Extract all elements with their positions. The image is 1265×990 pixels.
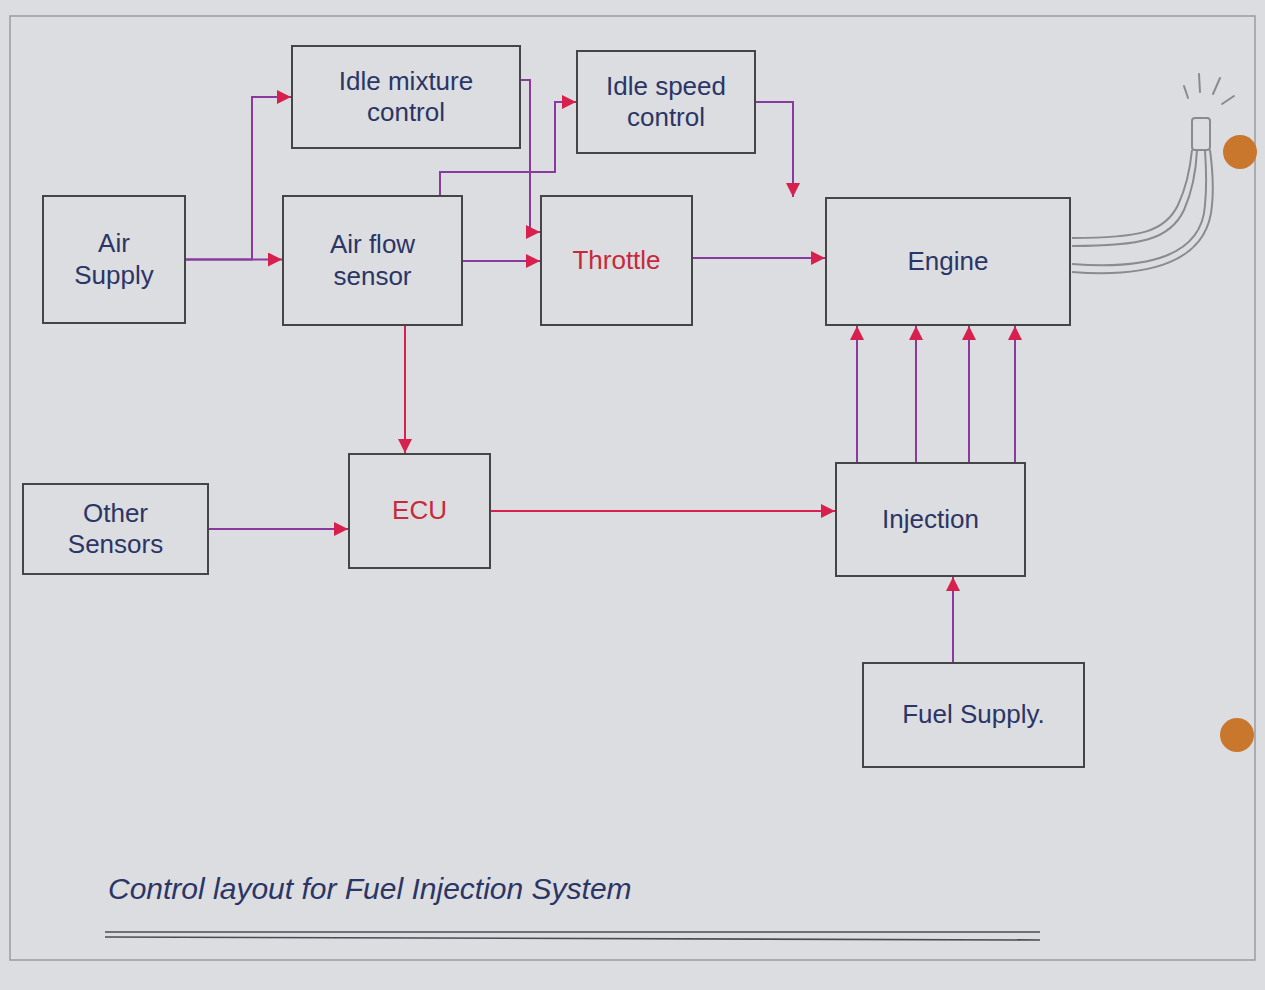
box-label: Throttle bbox=[572, 245, 660, 276]
flow-arrow bbox=[915, 326, 917, 462]
process-box: Idle mixture control bbox=[291, 45, 521, 149]
flow-arrow bbox=[491, 510, 835, 512]
page-frame bbox=[10, 16, 1255, 960]
diagram-caption: Control layout for Fuel Injection System bbox=[108, 872, 632, 906]
box-label: Engine bbox=[908, 246, 989, 277]
box-label: Injection bbox=[882, 504, 979, 535]
box-label: Air Supply bbox=[56, 228, 172, 290]
flow-arrow bbox=[186, 97, 291, 260]
flow-arrow bbox=[404, 326, 406, 453]
flow-arrow bbox=[521, 80, 540, 232]
flow-arrow bbox=[756, 102, 793, 197]
flow-arrow bbox=[463, 260, 540, 262]
process-box: Throttle bbox=[540, 195, 693, 326]
box-label: Other Sensors bbox=[36, 498, 195, 560]
flow-arrow bbox=[1014, 326, 1016, 462]
process-box: Injection bbox=[835, 462, 1026, 577]
process-box: Idle speed control bbox=[576, 50, 756, 154]
process-box: Air Supply bbox=[42, 195, 186, 324]
process-box: Other Sensors bbox=[22, 483, 209, 575]
process-box: Fuel Supply. bbox=[862, 662, 1085, 768]
caption-underline bbox=[105, 932, 1040, 940]
binder-hole bbox=[1223, 135, 1257, 169]
process-box: Engine bbox=[825, 197, 1071, 326]
flow-arrow bbox=[693, 257, 825, 259]
process-box: ECU bbox=[348, 453, 491, 569]
flow-arrow bbox=[968, 326, 970, 462]
box-label: Idle mixture control bbox=[305, 66, 507, 128]
flow-arrow bbox=[952, 577, 954, 662]
box-label: Air flow sensor bbox=[296, 229, 449, 291]
flow-arrow bbox=[856, 326, 858, 462]
exhaust-smoke bbox=[1184, 74, 1234, 104]
box-label: Fuel Supply. bbox=[902, 699, 1045, 730]
process-box: Air flow sensor bbox=[282, 195, 463, 326]
flow-arrow bbox=[440, 102, 576, 195]
flow-arrow bbox=[209, 528, 348, 530]
binder-hole bbox=[1220, 718, 1254, 752]
box-label: Idle speed control bbox=[590, 71, 742, 133]
box-label: ECU bbox=[392, 495, 447, 526]
exhaust-pipe bbox=[1072, 118, 1213, 273]
flow-arrow bbox=[186, 259, 282, 261]
